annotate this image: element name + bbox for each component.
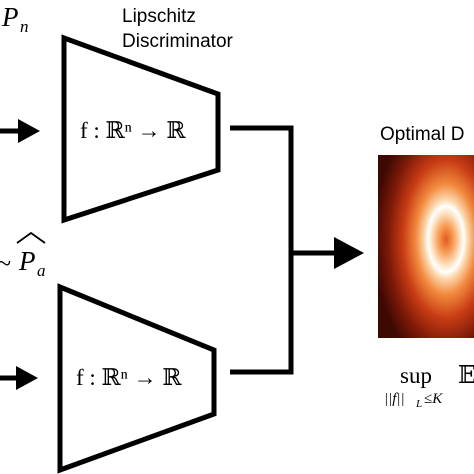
top-dist-sub: n bbox=[20, 17, 29, 36]
merge-connector bbox=[230, 125, 338, 375]
sup-formula: sup ||f|| L ≤K 𝔼 bbox=[384, 363, 474, 410]
expectation-symbol: 𝔼 bbox=[458, 363, 474, 389]
top-dist-var: P bbox=[1, 2, 19, 32]
gen-dist-sub: a bbox=[37, 261, 46, 280]
disc-title-line1: Lipschitz bbox=[122, 6, 196, 27]
top-formula: f : ℝⁿ → ℝ bbox=[80, 118, 186, 143]
discriminator-title: Lipschitz Discriminator bbox=[122, 6, 234, 52]
top-input-arrow bbox=[0, 119, 40, 143]
generated-distribution-label: ~ P a bbox=[0, 231, 46, 280]
optimal-discriminator-heatmap bbox=[378, 155, 474, 338]
bottom-discriminator-trapezoid bbox=[57, 283, 217, 474]
sup-sub-L: L bbox=[415, 398, 422, 410]
bottom-formula: f : ℝⁿ → ℝ bbox=[76, 365, 182, 390]
sup-sub-norm: ||f|| bbox=[384, 391, 405, 407]
gen-dist-var: P bbox=[18, 246, 36, 276]
sup-sub-le: ≤K bbox=[424, 391, 443, 407]
disc-title-line2: Discriminator bbox=[122, 31, 234, 52]
bottom-input-arrow bbox=[0, 366, 38, 390]
sup-word: sup bbox=[400, 363, 432, 388]
hat-accent bbox=[16, 231, 46, 244]
output-arrow-head bbox=[334, 237, 364, 269]
top-discriminator-trapezoid bbox=[61, 34, 221, 224]
gen-dist-tilde: ~ bbox=[0, 249, 11, 278]
top-distribution-label: P n bbox=[1, 2, 29, 36]
optimal-title: Optimal D bbox=[380, 124, 464, 145]
